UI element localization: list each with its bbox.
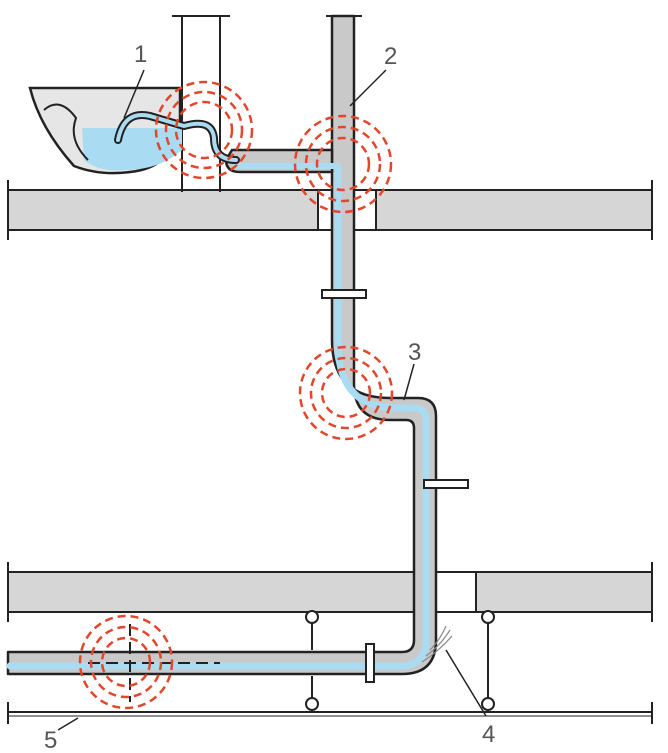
noise-rings-icon	[293, 114, 393, 214]
pipe-coupling-icon	[321, 289, 367, 299]
drain-pipe	[6, 14, 438, 676]
callout-5: 5	[44, 727, 57, 753]
suspended-ceiling-line	[7, 702, 653, 724]
vent-pipe-left	[172, 15, 230, 192]
pipe-hanger-icon	[481, 610, 495, 711]
callout-1: 1	[134, 41, 147, 68]
pipe-coupling-icon	[423, 479, 469, 489]
lower-floor-slab	[7, 562, 653, 622]
noise-rings-icon	[298, 345, 394, 441]
noise-rings-icon	[154, 80, 254, 180]
callout-4: 4	[482, 721, 495, 748]
noise-rings-icon	[78, 614, 174, 710]
callout-2: 2	[384, 43, 397, 70]
upper-floor-slab	[7, 180, 653, 240]
callout-3: 3	[408, 339, 421, 366]
elbow-hatching	[421, 625, 453, 663]
dashed-branch-detail	[88, 624, 220, 702]
leader-lines	[57, 69, 487, 731]
pipe-coupling-icon	[365, 643, 375, 683]
pipe-hanger-icon	[305, 610, 319, 711]
branch-pipe	[224, 148, 341, 174]
